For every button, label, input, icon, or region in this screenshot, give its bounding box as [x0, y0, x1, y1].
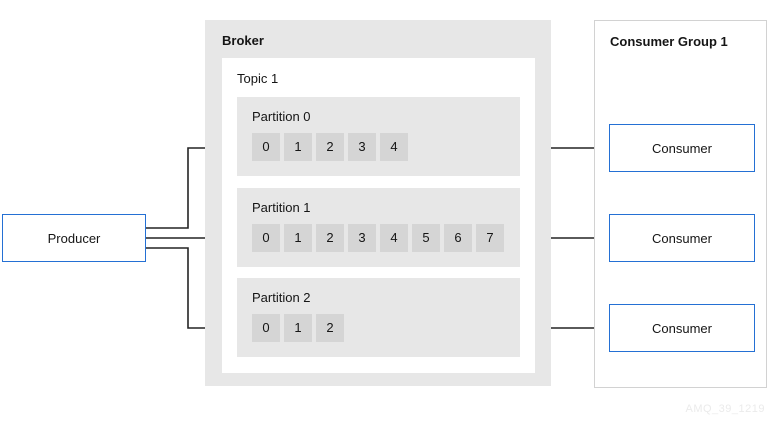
consumer-group-title: Consumer Group 1: [610, 34, 728, 49]
consumer-node-1: Consumer: [609, 214, 755, 262]
consumer-0-label: Consumer: [652, 140, 712, 156]
partition-0-title: Partition 0: [252, 109, 311, 124]
offset-cell: 4: [380, 133, 408, 161]
offset-cell: 2: [316, 314, 344, 342]
broker-title: Broker: [222, 33, 264, 48]
offset-cell: 2: [316, 224, 344, 252]
partition-2-title: Partition 2: [252, 290, 311, 305]
offset-cell: 0: [252, 224, 280, 252]
partition-1-title: Partition 1: [252, 200, 311, 215]
consumer-node-0: Consumer: [609, 124, 755, 172]
offset-cell: 5: [412, 224, 440, 252]
offset-cell: 0: [252, 133, 280, 161]
consumer-node-2: Consumer: [609, 304, 755, 352]
producer-label: Producer: [47, 230, 101, 246]
offset-cell: 7: [476, 224, 504, 252]
offset-cell: 0: [252, 314, 280, 342]
topic-title: Topic 1: [237, 71, 279, 86]
offset-cell: 3: [348, 133, 376, 161]
offset-cell: 1: [284, 314, 312, 342]
offset-cell: 6: [444, 224, 472, 252]
offset-cell: 3: [348, 224, 376, 252]
consumer-2-label: Consumer: [652, 320, 712, 336]
offset-cell: 1: [284, 224, 312, 252]
offset-cell: 1: [284, 133, 312, 161]
offset-cell: 2: [316, 133, 344, 161]
consumer-1-label: Consumer: [652, 230, 712, 246]
producer-node: Producer: [2, 214, 146, 262]
watermark-text: AMQ_39_1219: [685, 403, 765, 415]
offset-cell: 4: [380, 224, 408, 252]
